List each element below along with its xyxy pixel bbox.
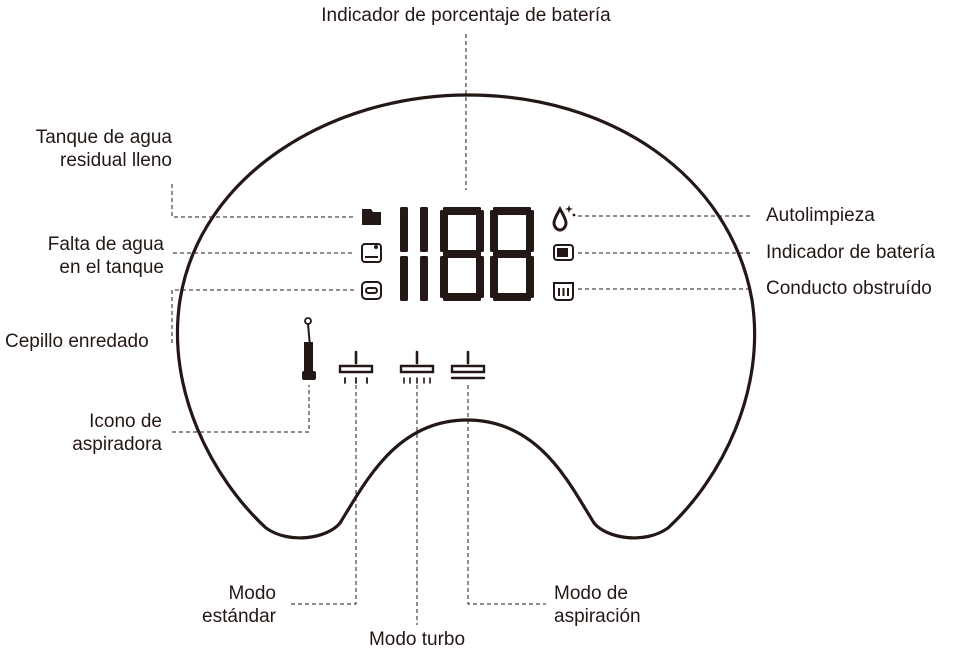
digit-2-segment-a — [443, 207, 481, 215]
leader-standard-mode — [290, 385, 357, 605]
vacuum-cleaner-icon — [302, 317, 316, 380]
label-turbo-mode: Modo turbo — [368, 629, 466, 650]
label-battery-percentage: Indicador de porcentaje de batería — [321, 5, 611, 26]
label-dirty-tank-full-line1: Tanque de agua — [35, 127, 172, 148]
dirty-tank-full-icon — [362, 209, 381, 225]
label-dirty-tank-full: Tanque de agua residual lleno — [0, 126, 172, 172]
digit-1-segment-e — [400, 256, 408, 301]
label-standard-mode-line2: estándar — [202, 606, 276, 627]
label-brush-tangled: Cepillo enredado — [5, 331, 149, 352]
digit-2-segment-f — [440, 210, 448, 252]
leader-brush-tangled — [171, 289, 355, 343]
label-vacuum-icon-line1: Icono de — [89, 411, 162, 432]
digit-3-segment-b — [526, 210, 534, 252]
self-cleaning-icon — [552, 205, 576, 232]
digit-3-segment-f — [490, 210, 498, 252]
leader-suction-mode — [467, 385, 546, 605]
duct-blocked-icon — [553, 282, 574, 301]
label-vacuum-icon-line2: aspiradora — [72, 434, 162, 455]
tangled-brush-icon — [361, 281, 382, 300]
digit-2-segment-b — [476, 210, 484, 252]
digit-3-segment-d — [493, 293, 531, 301]
digit-2-segment-g — [443, 250, 481, 258]
label-battery-indicator: Indicador de batería — [766, 242, 936, 263]
label-standard-mode-line1: Modo — [228, 583, 276, 604]
label-suction-mode: Modo de aspiración — [554, 582, 641, 628]
digit-1-segment-c — [420, 256, 428, 301]
label-suction-mode-line1: Modo de — [554, 583, 628, 604]
seven-segment-digits — [400, 207, 534, 301]
leader-vacuum-icon — [172, 385, 310, 433]
label-self-cleaning: Autolimpieza — [766, 205, 875, 226]
digit-2-segment-c — [476, 256, 484, 298]
digit-1-segment-f — [400, 207, 408, 252]
digit-3-segment-e — [490, 256, 498, 298]
label-suction-mode-line2: aspiración — [554, 606, 641, 627]
battery-icon — [553, 244, 574, 261]
leader-dirty-tank-full — [171, 184, 355, 218]
suction-mode-icon — [450, 350, 486, 380]
digit-1-segment-b — [420, 207, 428, 252]
label-duct-blocked: Conducto obstruído — [766, 278, 932, 299]
label-standard-mode: Modo estándar — [150, 582, 276, 628]
label-water-shortage: Falta de agua en el tanque — [0, 233, 164, 279]
label-dirty-tank-full-line2: residual lleno — [60, 150, 172, 171]
label-water-shortage-line2: en el tanque — [59, 257, 164, 278]
digit-3-segment-c — [526, 256, 534, 298]
turbo-mode-icon — [399, 350, 435, 384]
digit-3-segment-g — [493, 250, 531, 258]
standard-mode-icon — [338, 350, 374, 384]
digit-2-segment-d — [443, 293, 481, 301]
label-vacuum-icon: Icono de aspiradora — [0, 410, 162, 456]
digit-3-segment-a — [493, 207, 531, 215]
water-shortage-icon — [361, 243, 382, 263]
label-water-shortage-line1: Falta de agua — [47, 234, 164, 255]
digit-2-segment-e — [440, 256, 448, 298]
panel-outline — [175, 93, 757, 540]
